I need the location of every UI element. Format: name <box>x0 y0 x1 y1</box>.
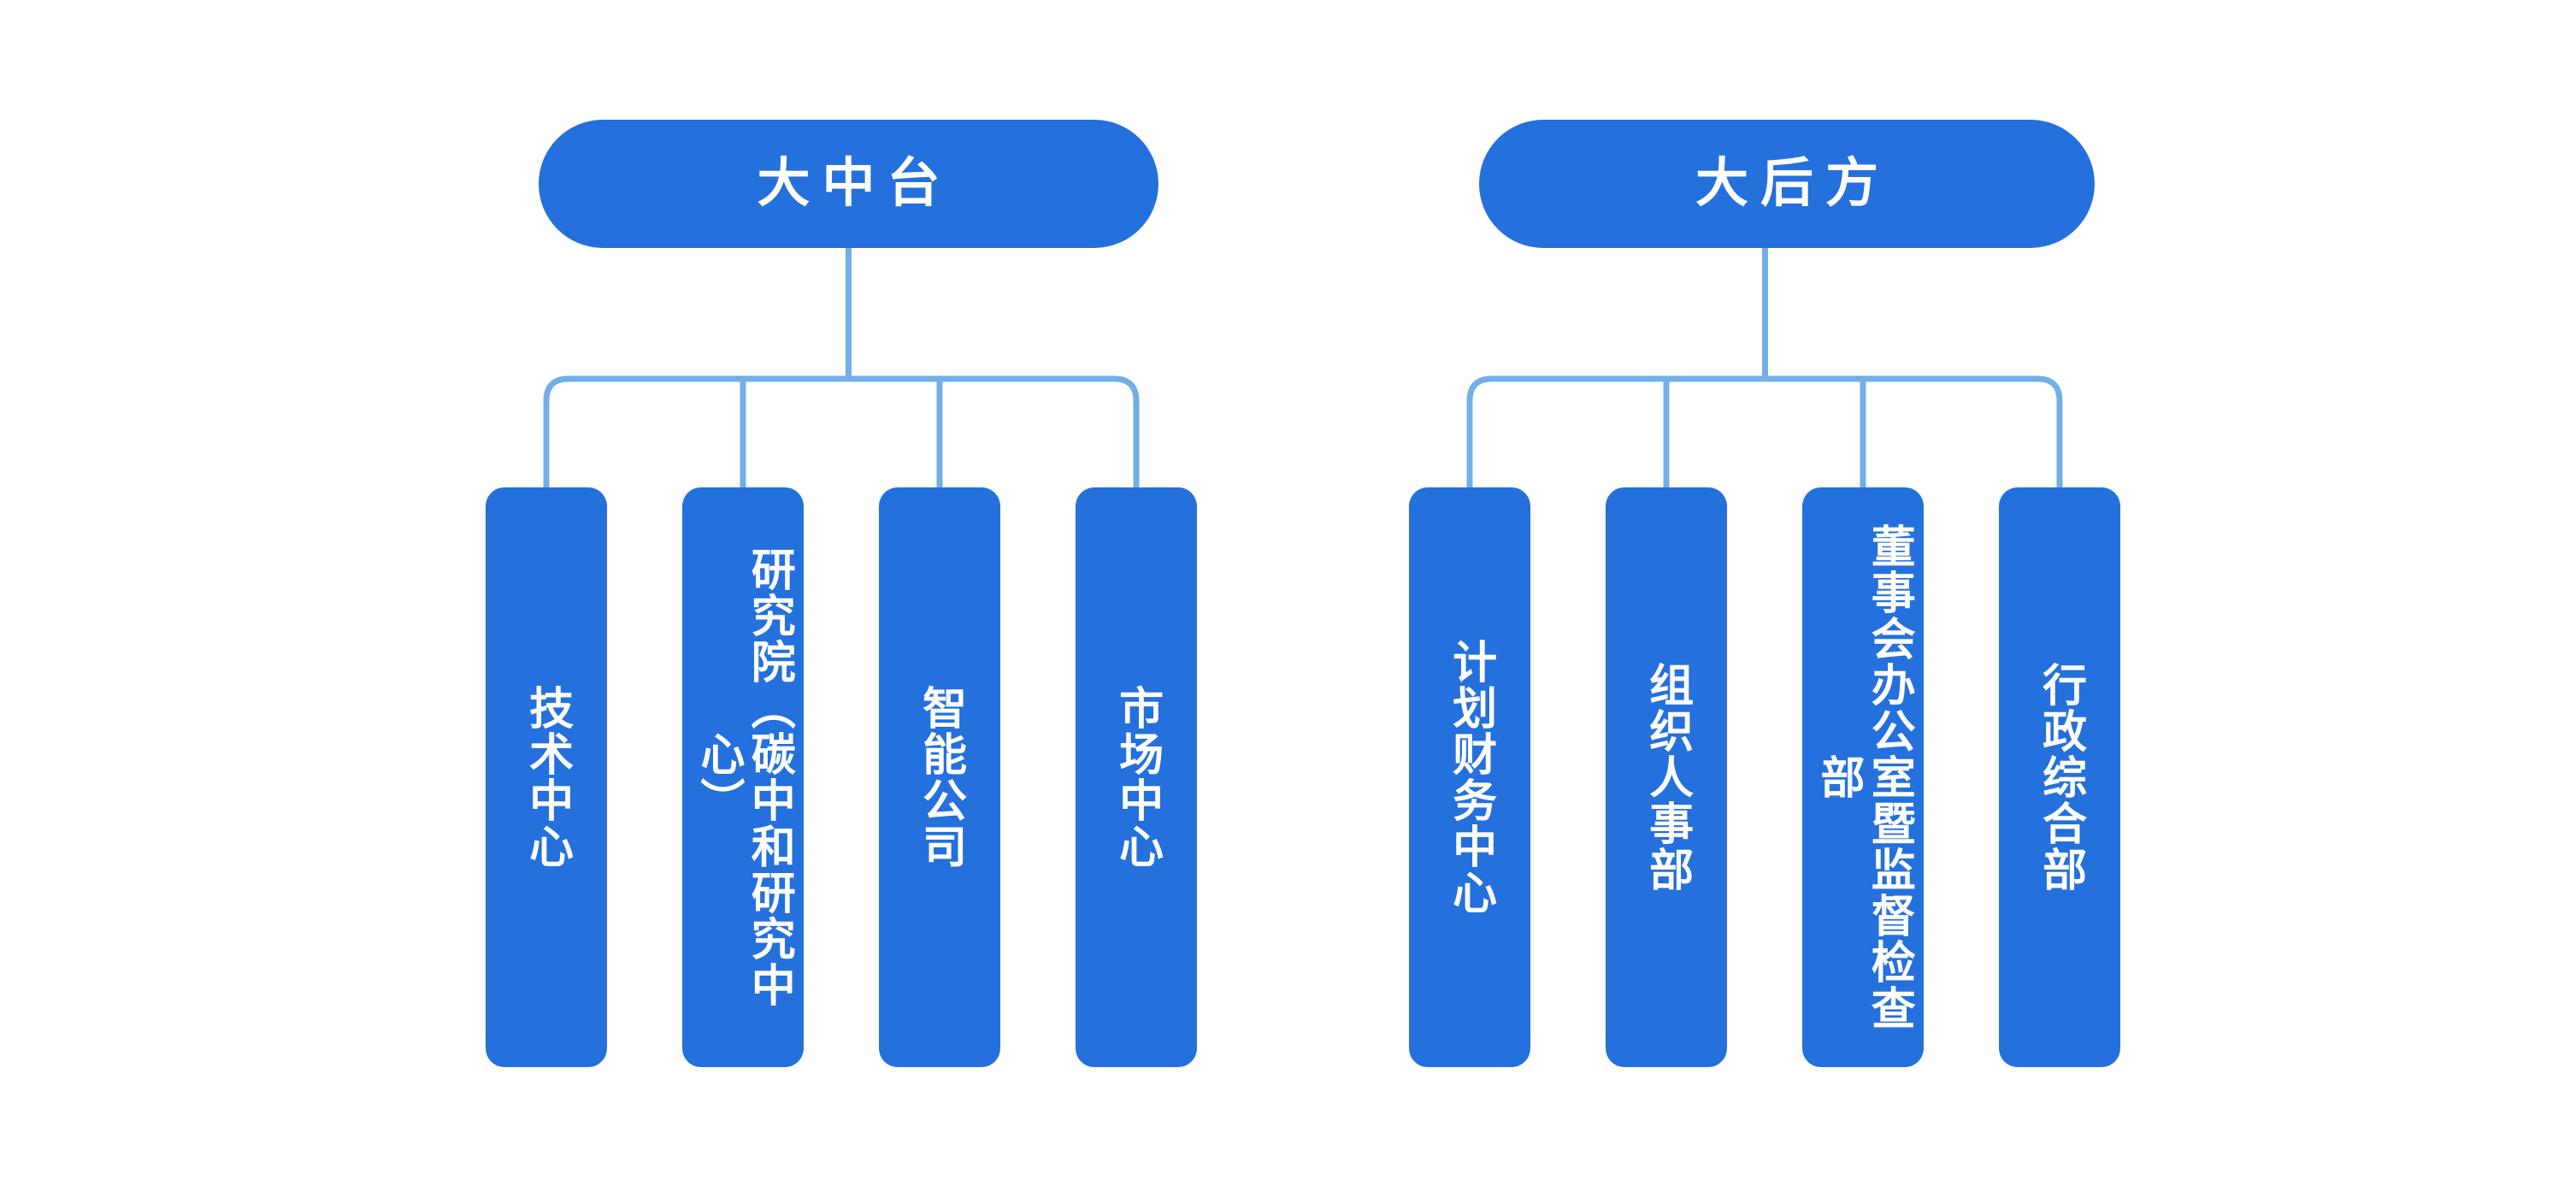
child-node-intelligent-company[interactable]: 智能公司 <box>879 487 1000 1067</box>
child-node-market-center[interactable]: 市场中心 <box>1076 487 1197 1067</box>
child-node-label: 市场中心 <box>1111 685 1162 870</box>
child-node-label: 计划财务中心 <box>1445 639 1495 916</box>
child-node-planning-finance-center[interactable]: 计划财务中心 <box>1409 487 1530 1067</box>
child-node-board-office-supervision-dept[interactable]: 董事会办公室暨监督检查部 <box>1802 487 1924 1067</box>
root-node-group-1[interactable]: 大中台 <box>539 120 1158 248</box>
branch-line-group-2-child-1 <box>1466 375 2063 487</box>
child-node-label: 研究院（碳中和研究中心） <box>693 546 794 1008</box>
child-node-research-institute[interactable]: 研究院（碳中和研究中心） <box>682 487 804 1067</box>
child-node-label: 董事会办公室暨监督检查部 <box>1813 523 1914 1031</box>
child-node-label: 智能公司 <box>915 685 965 870</box>
root-node-label: 大中台 <box>757 154 952 213</box>
connectors-group-2 <box>1466 248 2063 487</box>
branch-line-group-1-child-1 <box>543 375 1140 487</box>
root-node-group-2[interactable]: 大后方 <box>1479 120 2095 248</box>
child-node-organization-personnel-dept[interactable]: 组织人事部 <box>1606 487 1727 1067</box>
connectors-group-1 <box>543 248 1140 487</box>
child-node-label: 技术中心 <box>522 685 572 870</box>
child-node-label: 行政综合部 <box>2035 662 2085 893</box>
child-node-administration-dept[interactable]: 行政综合部 <box>1999 487 2120 1067</box>
root-node-label: 大后方 <box>1695 154 1890 213</box>
child-node-technology-center[interactable]: 技术中心 <box>486 487 607 1067</box>
child-node-label: 组织人事部 <box>1642 662 1692 893</box>
